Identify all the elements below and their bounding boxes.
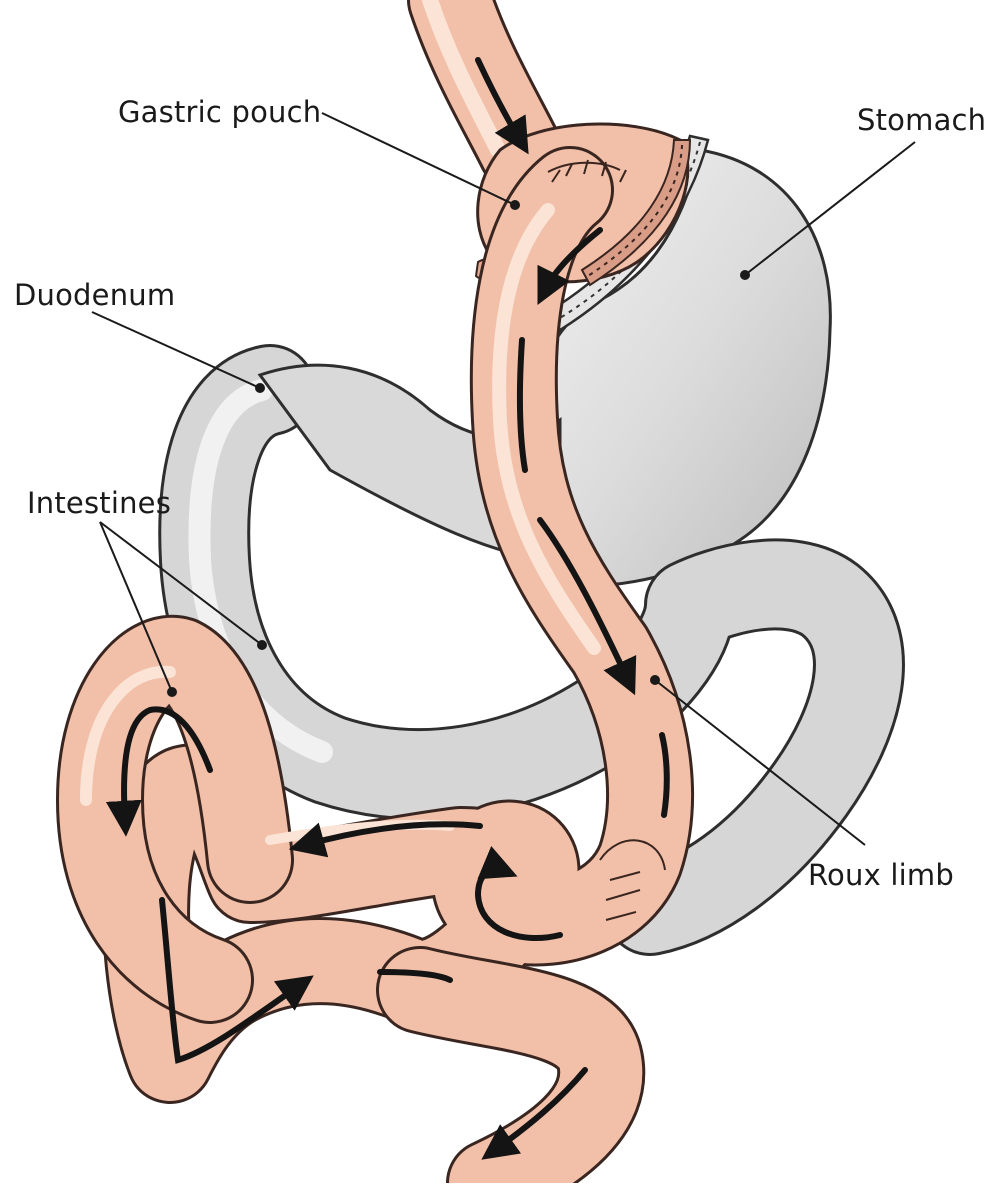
leader-duodenum <box>92 312 260 388</box>
label-stomach: Stomach <box>857 103 986 137</box>
label-intestines: Intestines <box>27 486 171 520</box>
label-gastric-pouch: Gastric pouch <box>118 95 321 129</box>
label-duodenum: Duodenum <box>14 278 175 312</box>
label-roux-limb: Roux limb <box>808 858 954 892</box>
